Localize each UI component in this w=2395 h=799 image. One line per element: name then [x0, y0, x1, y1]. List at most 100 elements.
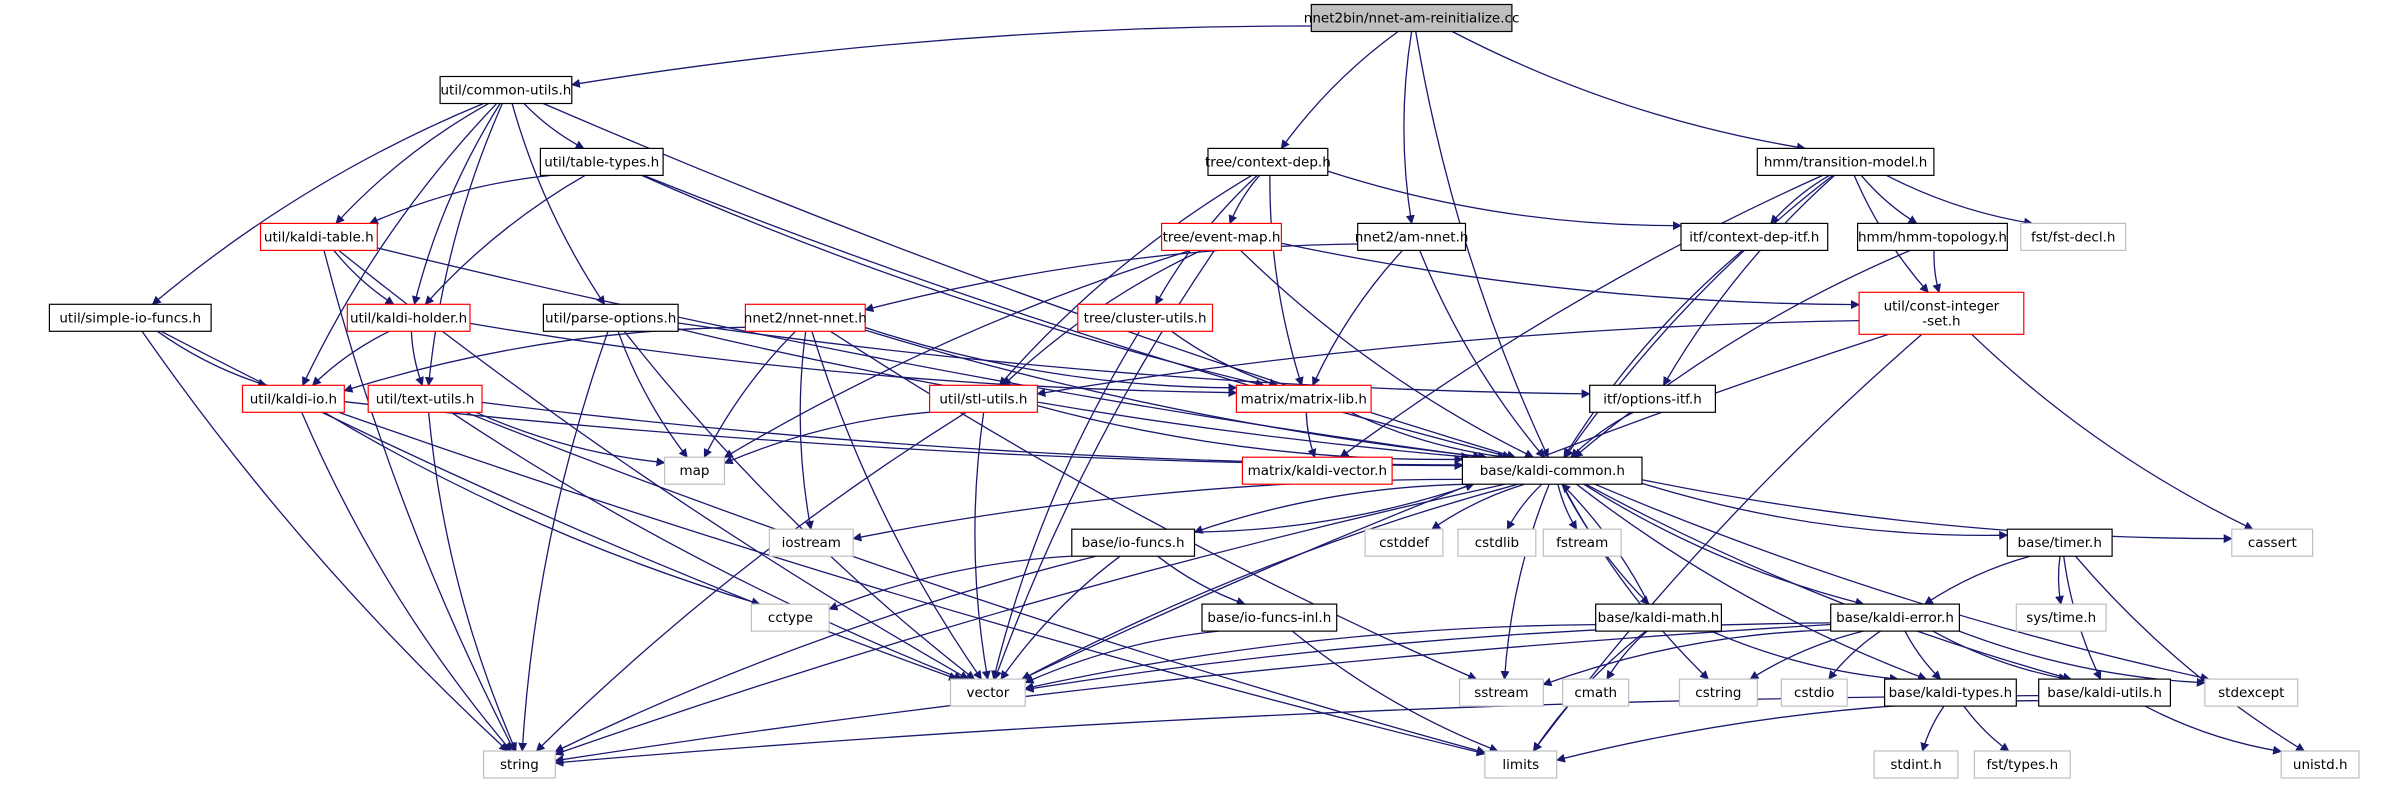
- node-table_types[interactable]: util/table-types.h: [539, 147, 664, 176]
- node-box-stl_utils: [928, 384, 1038, 413]
- node-label-parse_options: util/parse-options.h: [545, 310, 676, 326]
- edge-event_map-to-const_integer_set: [1281, 242, 1860, 310]
- node-const_integer_set[interactable]: util/const-integer-set.h: [1858, 291, 2025, 335]
- node-kaldi_math[interactable]: base/kaldi-math.h: [1595, 603, 1722, 632]
- node-io_funcs[interactable]: base/io-funcs.h: [1071, 528, 1196, 557]
- edge-text_utils-to-limits: [465, 411, 1486, 755]
- node-label-kaldi_utils: base/kaldi-utils.h: [2047, 685, 2162, 701]
- edge-nnet_nnet-to-map: [703, 330, 796, 459]
- node-box-cassert: [2231, 528, 2314, 557]
- node-label-kaldi_error: base/kaldi-error.h: [1836, 610, 1954, 626]
- node-box-kaldi_vector: [1241, 456, 1393, 485]
- node-timer[interactable]: base/timer.h: [2006, 528, 2113, 557]
- node-label-stdint: stdint.h: [1890, 757, 1941, 773]
- edge-kaldi_common-to-stdexcept: [1594, 483, 2210, 682]
- edge-kaldi_error-to-sstream: [1542, 629, 1831, 687]
- node-label-sys_time: sys/time.h: [2026, 610, 2096, 626]
- node-kaldi_common[interactable]: base/kaldi-common.h: [1461, 456, 1643, 485]
- node-parse_options[interactable]: util/parse-options.h: [542, 303, 679, 332]
- edge-transition_model-to-kaldi_vector: [1339, 174, 1823, 458]
- edge-layer: [141, 25, 2306, 767]
- edge-cluster_utils-to-matrix_lib: [1171, 330, 1279, 388]
- edge-kaldi_common-to-cstring: [1561, 483, 1709, 680]
- node-kaldi_types[interactable]: base/kaldi-types.h: [1883, 678, 2017, 707]
- node-label-unistd: unistd.h: [2293, 757, 2348, 773]
- node-box-cstring: [1678, 678, 1758, 707]
- node-box-fst_decl: [2020, 222, 2127, 251]
- node-label-options_itf: itf/options-itf.h: [1603, 391, 1702, 407]
- node-root[interactable]: nnet2bin/nnet-am-reinitialize.cc: [1304, 3, 1520, 33]
- edge-context_dep-to-context_dep_itf: [1327, 170, 1682, 231]
- node-kaldi_error[interactable]: base/kaldi-error.h: [1830, 603, 1960, 632]
- node-stdexcept: stdexcept: [2204, 678, 2299, 707]
- node-box-cluster_utils: [1077, 303, 1214, 332]
- edge-parse_options-to-options_itf: [678, 322, 1591, 399]
- node-common_utils[interactable]: util/common-utils.h: [439, 75, 573, 105]
- node-stdint: stdint.h: [1873, 750, 1959, 779]
- node-box-cmath: [1562, 678, 1630, 707]
- edge-io_funcs-to-io_funcs_inl: [1157, 555, 1246, 606]
- node-box-context_dep_itf: [1680, 222, 1829, 251]
- node-kaldi_vector[interactable]: matrix/kaldi-vector.h: [1241, 456, 1393, 485]
- node-kaldi_io[interactable]: util/kaldi-io.h: [241, 384, 345, 413]
- edge-parse_options-to-kaldi_common: [677, 328, 1471, 461]
- node-label-kaldi_math: base/kaldi-math.h: [1598, 610, 1720, 626]
- node-label-kaldi_table: util/kaldi-table.h: [264, 229, 374, 245]
- edge-transition_model-to-fst_decl: [1886, 174, 2034, 227]
- node-cstdlib: cstdlib: [1457, 528, 1537, 557]
- node-box-kaldi_error: [1830, 603, 1960, 632]
- node-options_itf[interactable]: itf/options-itf.h: [1589, 384, 1716, 413]
- node-label-iostream: iostream: [782, 535, 841, 551]
- node-label-io_funcs: base/io-funcs.h: [1082, 535, 1185, 551]
- node-box-io_funcs_inl: [1201, 603, 1338, 632]
- node-unistd: unistd.h: [2280, 750, 2360, 779]
- node-simple_io_funcs[interactable]: util/simple-io-funcs.h: [48, 303, 212, 332]
- node-kaldi_utils[interactable]: base/kaldi-utils.h: [2038, 678, 2171, 707]
- node-context_dep_itf[interactable]: itf/context-dep-itf.h: [1680, 222, 1829, 251]
- node-label-event_map: tree/event-map.h: [1163, 229, 1281, 245]
- edge-parse_options-to-string: [518, 331, 609, 752]
- node-text_utils[interactable]: util/text-utils.h: [367, 384, 483, 413]
- node-box-simple_io_funcs: [48, 303, 212, 332]
- edge-kaldi_io-to-cctype: [323, 411, 761, 607]
- node-matrix_lib[interactable]: matrix/matrix-lib.h: [1235, 384, 1372, 413]
- edge-kaldi_types-to-fst_types: [1963, 705, 2010, 752]
- node-label-map: map: [680, 463, 710, 479]
- edge-hmm_topology-to-kaldi_common: [1573, 249, 1911, 458]
- node-limits: limits: [1484, 750, 1558, 779]
- edge-common_utils-to-text_utils: [424, 103, 503, 387]
- node-box-options_itf: [1589, 384, 1716, 413]
- node-label-cctype: cctype: [768, 610, 813, 626]
- node-nnet_nnet[interactable]: nnet2/nnet-nnet.h: [744, 303, 867, 332]
- node-hmm_topology[interactable]: hmm/hmm-topology.h: [1856, 222, 2008, 251]
- node-event_map[interactable]: tree/event-map.h: [1160, 222, 1282, 251]
- node-am_nnet[interactable]: nnet2/am-nnet.h: [1355, 222, 1469, 251]
- edge-kaldi_holder-to-matrix_lib: [469, 322, 1238, 398]
- node-box-kaldi_holder: [346, 303, 471, 332]
- node-io_funcs_inl[interactable]: base/io-funcs-inl.h: [1201, 603, 1338, 632]
- node-label-fst_types: fst/types.h: [1986, 757, 2058, 773]
- edge-simple_io_funcs-to-string: [141, 330, 509, 752]
- node-stl_utils[interactable]: util/stl-utils.h: [928, 384, 1038, 413]
- node-label-kaldi_common: base/kaldi-common.h: [1480, 463, 1625, 479]
- node-label-cstdio: cstdio: [1794, 685, 1834, 701]
- node-context_dep[interactable]: tree/context-dep.h: [1205, 147, 1331, 176]
- node-kaldi_table[interactable]: util/kaldi-table.h: [259, 222, 378, 251]
- node-kaldi_holder[interactable]: util/kaldi-holder.h: [346, 303, 471, 332]
- node-label-common_utils: util/common-utils.h: [440, 82, 571, 98]
- node-box-matrix_lib: [1235, 384, 1372, 413]
- node-fstream: fstream: [1542, 528, 1622, 557]
- edge-transition_model-to-context_dep_itf: [1770, 174, 1830, 225]
- node-label-cstdlib: cstdlib: [1475, 535, 1519, 551]
- edge-kaldi_io-to-limits: [338, 411, 1486, 757]
- edge-common_utils-to-kaldi_table: [335, 102, 490, 225]
- edge-nnet_nnet-to-iostream: [799, 331, 814, 531]
- edge-am_nnet-to-nnet_nnet: [864, 243, 1358, 313]
- edge-kaldi_error-to-cstdio: [1828, 630, 1881, 680]
- node-label-hmm_topology: hmm/hmm-topology.h: [1858, 229, 2007, 245]
- node-transition_model[interactable]: hmm/transition-model.h: [1756, 147, 1935, 176]
- node-cluster_utils[interactable]: tree/cluster-utils.h: [1077, 303, 1214, 332]
- node-box-cstdlib: [1457, 528, 1537, 557]
- node-label-simple_io_funcs: util/simple-io-funcs.h: [59, 310, 201, 326]
- node-label-cassert: cassert: [2248, 535, 2297, 551]
